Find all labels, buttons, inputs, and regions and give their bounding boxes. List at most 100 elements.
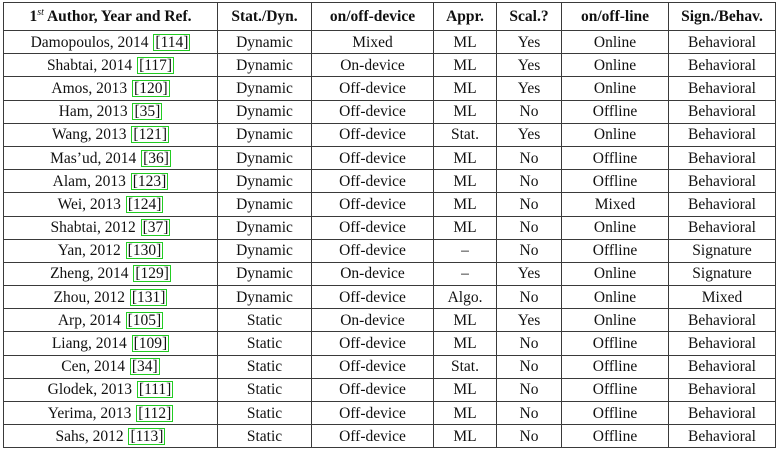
reference-link[interactable]: [117]	[137, 56, 175, 74]
reference-link[interactable]: [112]	[136, 404, 174, 422]
cell-author: Zhou, 2012 [131]	[3, 285, 218, 310]
cell-on-off-line: Online	[561, 285, 669, 310]
cell-approach: Stat.	[433, 122, 497, 147]
cell-stat-dyn: Dynamic	[217, 53, 312, 78]
header-on-off-device: on/off-device	[311, 2, 434, 31]
reference-link[interactable]: [124]	[125, 195, 164, 213]
reference-link[interactable]: [36]	[141, 149, 171, 167]
cell-sign-behav: Behavioral	[668, 377, 776, 403]
cell-sign-behav: Behavioral	[668, 192, 776, 217]
cell-approach: Stat.	[433, 354, 497, 379]
author-year: Amos, 2013	[51, 79, 128, 97]
cell-sign-behav: Behavioral	[668, 99, 776, 124]
cell-sign-behav: Behavioral	[668, 215, 776, 240]
cell-scalable: No	[496, 238, 562, 263]
cell-stat-dyn: Static	[217, 354, 312, 379]
cell-stat-dyn: Static	[217, 377, 312, 403]
cell-scalable: No	[496, 354, 562, 379]
cell-approach: ML	[433, 192, 497, 217]
cell-sign-behav: Signature	[668, 261, 776, 287]
cell-approach: ML	[433, 29, 497, 55]
cell-approach: ML	[433, 377, 497, 403]
cell-on-off-device: Off-device	[311, 169, 434, 194]
cell-on-off-line: Offline	[561, 377, 669, 403]
cell-on-off-device: Off-device	[311, 285, 434, 310]
cell-scalable: Yes	[496, 76, 562, 101]
cell-sign-behav: Signature	[668, 238, 776, 263]
comparison-table: 1st Author, Year and Ref. Stat./Dyn. on/…	[3, 2, 776, 449]
reference-link[interactable]: [114]	[153, 33, 191, 51]
cell-scalable: No	[496, 331, 562, 356]
cell-stat-dyn: Dynamic	[217, 238, 312, 263]
reference-link[interactable]: [35]	[132, 103, 163, 121]
cell-scalable: No	[496, 424, 562, 449]
author-year: Zheng, 2014	[50, 265, 129, 283]
reference-link[interactable]: [111]	[136, 381, 174, 399]
reference-link[interactable]: [130]	[125, 242, 164, 260]
cell-author: Ham, 2013 [35]	[3, 99, 218, 124]
cell-author: Amos, 2013 [120]	[3, 76, 218, 101]
cell-approach: ML	[433, 331, 497, 356]
cell-stat-dyn: Dynamic	[217, 76, 312, 101]
cell-on-off-device: On-device	[311, 308, 434, 333]
reference-link[interactable]: [34]	[129, 358, 160, 376]
cell-scalable: Yes	[496, 122, 562, 147]
cell-on-off-line: Offline	[561, 238, 669, 263]
cell-author: Sahs, 2012 [113]	[3, 424, 218, 449]
cell-author: Damopoulos, 2014 [114]	[3, 29, 218, 55]
cell-on-off-device: On-device	[311, 53, 434, 78]
cell-stat-dyn: Dynamic	[217, 261, 312, 287]
cell-author: Shabtai, 2012 [37]	[3, 215, 218, 240]
cell-approach: ML	[433, 53, 497, 78]
cell-approach: –	[433, 238, 497, 263]
reference-link[interactable]: [109]	[131, 335, 170, 353]
author-year: Wei, 2013	[57, 195, 121, 213]
author-year: Cen, 2014	[61, 358, 125, 376]
cell-scalable: No	[496, 145, 562, 171]
reference-link[interactable]: [123]	[130, 172, 169, 190]
header-author-label: Author, Year and Ref.	[43, 7, 192, 25]
cell-author: Wei, 2013 [124]	[3, 192, 218, 217]
reference-link[interactable]: [129]	[133, 265, 171, 283]
cell-approach: –	[433, 261, 497, 287]
author-year: Wang, 2013	[52, 126, 127, 144]
author-year: Mas’ud, 2014	[50, 149, 137, 167]
cell-on-off-device: Off-device	[311, 354, 434, 379]
cell-sign-behav: Behavioral	[668, 400, 776, 426]
cell-author: Glodek, 2013 [111]	[3, 377, 218, 403]
cell-stat-dyn: Dynamic	[217, 192, 312, 217]
cell-scalable: No	[496, 99, 562, 124]
cell-on-off-line: Offline	[561, 424, 669, 449]
cell-scalable: No	[496, 169, 562, 194]
cell-on-off-device: Off-device	[311, 99, 434, 124]
cell-approach: ML	[433, 145, 497, 171]
cell-stat-dyn: Dynamic	[217, 215, 312, 240]
author-year: Shabtai, 2014	[46, 56, 133, 74]
reference-link[interactable]: [105]	[125, 311, 164, 329]
reference-link[interactable]: [131]	[129, 288, 168, 306]
reference-link[interactable]: [37]	[140, 219, 171, 237]
cell-stat-dyn: Dynamic	[217, 122, 312, 147]
cell-scalable: Yes	[496, 53, 562, 78]
author-year: Yerima, 2013	[47, 404, 132, 422]
reference-link[interactable]: [121]	[131, 126, 169, 144]
cell-author: Yan, 2012 [130]	[3, 238, 218, 263]
header-author-ordinal: 1	[29, 7, 38, 25]
cell-stat-dyn: Dynamic	[217, 99, 312, 124]
author-year: Alam, 2013	[52, 172, 126, 190]
cell-stat-dyn: Dynamic	[217, 169, 312, 194]
reference-link[interactable]: [113]	[128, 427, 166, 445]
cell-on-off-line: Offline	[561, 99, 669, 124]
cell-on-off-line: Online	[561, 308, 669, 333]
reference-link[interactable]: [120]	[132, 79, 170, 97]
cell-author: Liang, 2014 [109]	[3, 331, 218, 356]
cell-sign-behav: Behavioral	[668, 53, 776, 78]
header-on-off-line: on/off-line	[561, 2, 669, 31]
